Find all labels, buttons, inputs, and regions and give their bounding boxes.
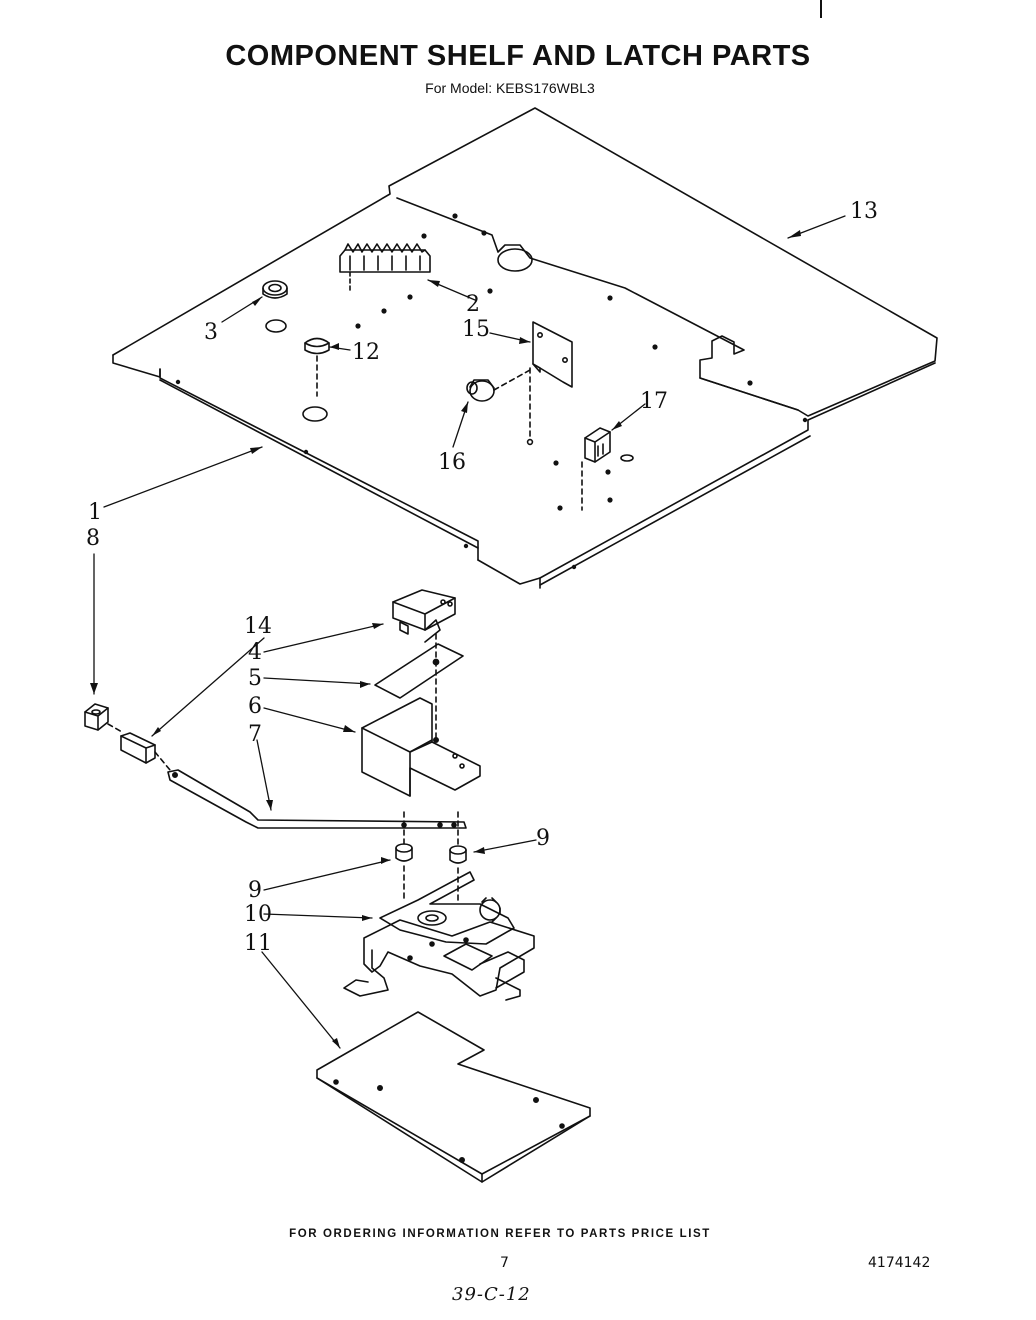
corner-mark — [820, 0, 822, 18]
callout-3: 3 — [204, 320, 218, 345]
callout-10: 10 — [244, 902, 272, 927]
latch-arm-part-7 — [167, 769, 467, 849]
latch-knob-part-8 — [84, 703, 123, 733]
switch-housing-part-6 — [361, 697, 481, 797]
spacer-part-9-right — [449, 845, 467, 901]
callout-11: 11 — [244, 931, 272, 956]
callout-17: 17 — [640, 389, 668, 414]
switch-part-17 — [581, 427, 634, 511]
plug-button-part-12 — [302, 337, 330, 422]
page-number: 7 — [500, 1255, 509, 1271]
ordering-note: FOR ORDERING INFORMATION REFER TO PARTS … — [289, 1228, 711, 1240]
handwritten-note: 39-C-12 — [452, 1284, 531, 1305]
callout-6: 6 — [248, 694, 262, 719]
latch-mechanism-part-10 — [343, 871, 535, 1001]
callout-9-right: 9 — [536, 826, 550, 851]
model-subtitle: For Model: KEBS176WBL3 — [425, 80, 595, 96]
callout-1: 1 — [88, 500, 102, 525]
callout-2: 2 — [466, 292, 480, 317]
leader-arrowheads — [90, 230, 801, 1048]
callout-9-left: 9 — [248, 878, 262, 903]
bracket-part-15 — [526, 321, 573, 446]
callout-5: 5 — [248, 666, 262, 691]
callout-7: 7 — [248, 722, 262, 747]
latch-cover-part-11 — [316, 1011, 591, 1183]
document-number: 4174142 — [868, 1255, 931, 1271]
callout-8: 8 — [86, 526, 100, 551]
terminal-block-part-2 — [339, 243, 431, 291]
callout-15: 15 — [462, 317, 490, 342]
thermostat-part-16 — [466, 369, 531, 402]
callout-13: 13 — [850, 199, 878, 224]
latch-handle-part-14 — [120, 732, 171, 771]
grommet-part-3 — [262, 280, 288, 333]
insulator-part-5 — [374, 633, 464, 743]
switch-part-4 — [392, 589, 456, 643]
callout-14: 14 — [244, 614, 272, 639]
callout-12: 12 — [352, 340, 380, 365]
callout-16: 16 — [438, 450, 466, 475]
callout-4: 4 — [248, 640, 262, 665]
callout-labels: 13 2 3 12 15 16 17 1 8 14 4 5 6 7 9 9 10… — [86, 199, 878, 956]
shelf-holes — [175, 213, 808, 570]
page-title: COMPONENT SHELF AND LATCH PARTS — [225, 40, 811, 72]
component-shelf — [112, 107, 938, 589]
spacer-part-9-left — [395, 843, 413, 901]
